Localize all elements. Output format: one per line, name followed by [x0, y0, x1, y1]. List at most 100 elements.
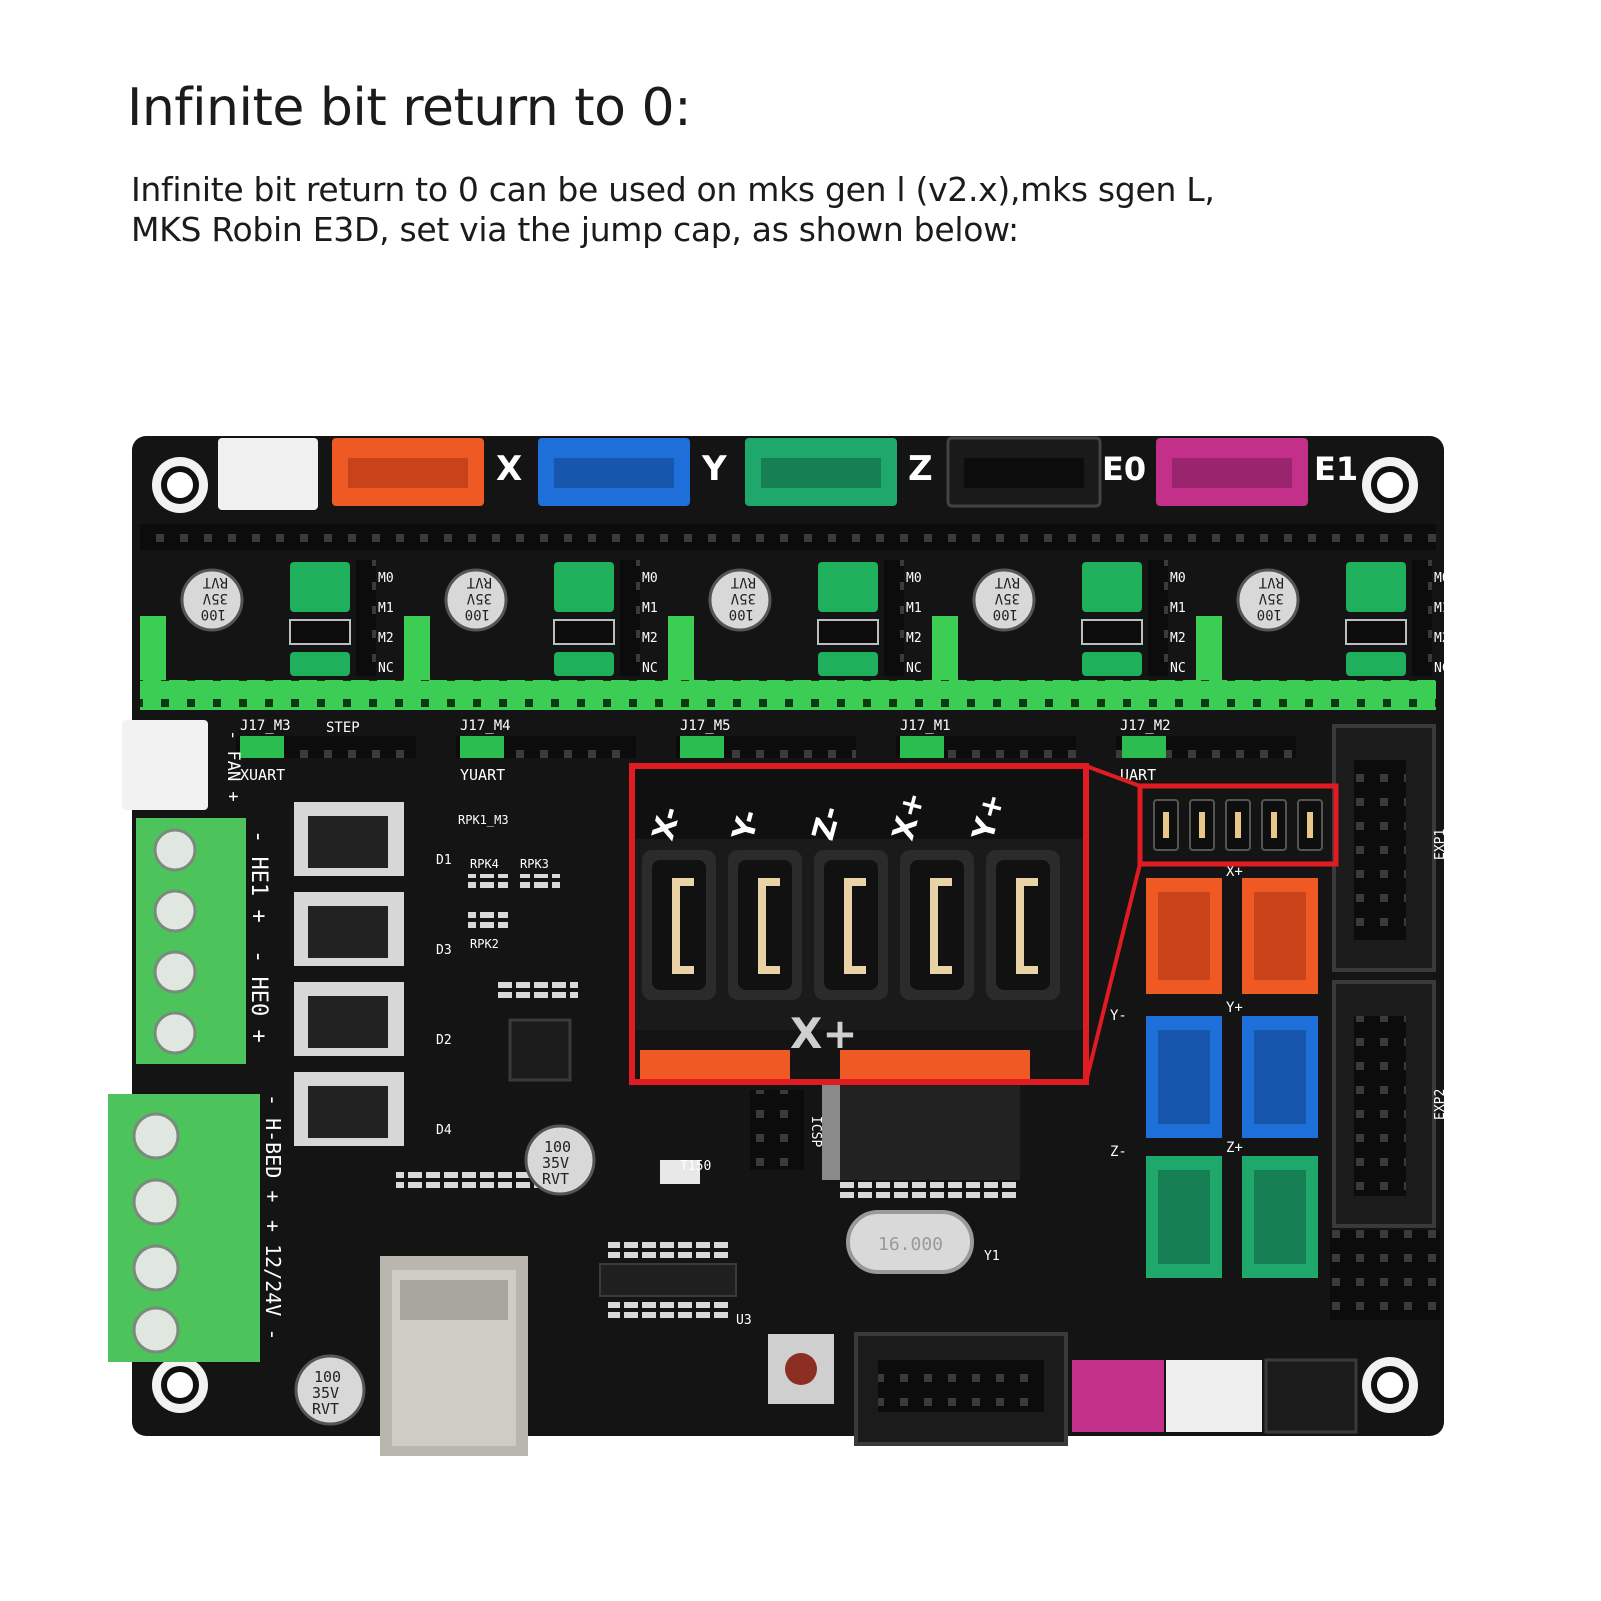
reset-button: [768, 1334, 834, 1404]
he0-label: - HE0 +: [246, 950, 271, 1043]
driver-row-label: M1: [642, 601, 658, 616]
endstop-y-plus: Y+: [1226, 1000, 1243, 1016]
svg-text:100: 100: [465, 606, 490, 622]
exp-headers: EXP1 EXP2: [1330, 724, 1448, 1320]
motor-label-e0: E0: [1102, 450, 1146, 488]
driver-label-1: J17_M3: [240, 718, 291, 734]
zoom-jumper-cap-5: [986, 850, 1060, 1000]
jumper-nc: [554, 652, 614, 676]
jumper-m0-m1: [290, 562, 350, 612]
svg-text:RVT: RVT: [730, 574, 756, 590]
jumper-m0-m1: [554, 562, 614, 612]
he1-label: - HE1 +: [246, 830, 271, 923]
page-heading: Infinite bit return to 0:: [127, 78, 692, 138]
driver-row-label: M2: [1170, 631, 1186, 646]
zoom-jumper-cap-2: [728, 850, 802, 1000]
d4-label: D4: [436, 1123, 452, 1138]
driver-row-label: M1: [906, 601, 922, 616]
capacitor: [444, 568, 508, 632]
fan-label: - FAN +: [223, 730, 243, 802]
driver-row-label: NC: [906, 661, 922, 676]
yuart-label: YUART: [460, 766, 505, 784]
capacitor: [972, 568, 1036, 632]
driver-label-4: J17_M1: [900, 718, 951, 734]
capacitor: [1236, 568, 1300, 632]
endstop-z-plus: Z+: [1226, 1140, 1243, 1156]
description-line-2: MKS Robin E3D, set via the jump cap, as …: [131, 210, 1019, 249]
driver-row-label: M1: [1434, 601, 1450, 616]
exp2-label: EXP2: [1433, 1089, 1448, 1120]
driver-row-label: M0: [378, 571, 394, 586]
mosfets: D1 D3 D2 D4: [294, 802, 452, 1146]
hbed-label: - H-BED +: [261, 1094, 285, 1202]
motor-label-e1: E1: [1314, 450, 1358, 488]
driver-row-label: M2: [1434, 631, 1450, 646]
svg-text:35V: 35V: [312, 1384, 339, 1402]
usb-port: [380, 1256, 528, 1456]
zoom-inset: X- Y- Z- X+ Y+ X+: [629, 763, 1089, 1085]
motor-label-x: X: [496, 449, 522, 489]
driver-row-label: M1: [1170, 601, 1186, 616]
motor-connectors: [218, 436, 1308, 510]
fan-connector: [122, 720, 208, 810]
driver-row-label: NC: [378, 661, 394, 676]
t150-label: T150: [680, 1159, 711, 1174]
rpk4-label: RPK4: [470, 857, 499, 871]
driver-row-label: NC: [642, 661, 658, 676]
xuart-label: XUART: [240, 766, 285, 784]
driver-row-label: M0: [642, 571, 658, 586]
jumper-nc: [1082, 652, 1142, 676]
endstop-y-minus: Y-: [1110, 1008, 1127, 1024]
crystal-label: 16.000: [878, 1234, 943, 1255]
y1-label: Y1: [984, 1249, 1000, 1264]
rpk3-label: RPK3: [520, 857, 549, 871]
callout-line-top: [1085, 764, 1141, 788]
d3-label: D3: [436, 943, 452, 958]
svg-text:RVT: RVT: [312, 1400, 339, 1418]
jumper-nc: [818, 652, 878, 676]
jumper-nc: [290, 652, 350, 676]
driver-label-2: J17_M4: [460, 718, 511, 734]
svg-text:RVT: RVT: [202, 574, 228, 590]
icsp-header: [750, 1090, 804, 1170]
driver-row-label: NC: [1434, 661, 1450, 676]
svg-text:RVT: RVT: [1258, 574, 1284, 590]
endstop-z-minus: Z-: [1110, 1144, 1127, 1160]
exp1-label: EXP1: [1433, 829, 1448, 860]
bed-terminal-block: [108, 1094, 260, 1362]
zoom-jumper-cap-1: [642, 850, 716, 1000]
driver-labels: J17_M3 J17_M4 J17_M5 J17_M1 J17_M2 STEP …: [236, 718, 1296, 784]
driver-label-3: J17_M5: [680, 718, 731, 734]
heater-terminal-block: [136, 818, 246, 1064]
vin-label: + 12/24V -: [261, 1220, 285, 1340]
driver-row-label: M1: [378, 601, 394, 616]
crystal: 16.000 Y1: [846, 1210, 1000, 1274]
svg-text:35V: 35V: [994, 590, 1020, 606]
zoom-jumper-cap-4: [900, 850, 974, 1000]
u3-label: U3: [736, 1313, 752, 1328]
mcu-chip: [822, 1070, 1020, 1198]
uart-label: UART: [1120, 766, 1156, 784]
rpk1-label: RPK1_M3: [458, 813, 509, 827]
driver-row-label: M2: [906, 631, 922, 646]
icsp-label: ICSP: [808, 1116, 823, 1147]
driver-row-label: M2: [378, 631, 394, 646]
zoom-label-bottom: X+: [790, 1009, 858, 1058]
endstop-connectors: X+ Y- Y+ Z- Z+: [1110, 864, 1318, 1278]
jumper-m0-m1: [818, 562, 878, 612]
mounting-holes: [152, 457, 1418, 1413]
svg-text:RVT: RVT: [994, 574, 1020, 590]
description-line-1: Infinite bit return to 0 can be used on …: [131, 170, 1215, 209]
driver-row-label: M0: [1170, 571, 1186, 586]
svg-text:35V: 35V: [466, 590, 492, 606]
svg-text:35V: 35V: [202, 590, 228, 606]
